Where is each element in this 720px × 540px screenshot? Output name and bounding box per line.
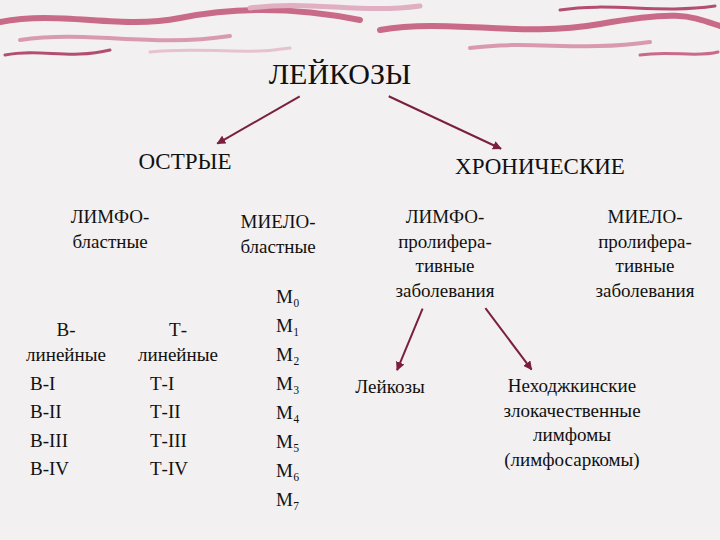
connector-arrow — [217, 96, 299, 143]
category-heading: ХРОНИЧЕСКИЕ — [451, 150, 629, 184]
connector-arrow — [389, 96, 501, 148]
root-heading: ЛЕЙКОЗЫ — [265, 52, 415, 95]
fab-class: М₁ — [276, 314, 300, 339]
swoosh — [640, 52, 718, 55]
subtype-code: В-I — [30, 372, 55, 397]
connector-arrow — [485, 308, 531, 369]
group-heading: МИЕЛО- бластные — [236, 208, 319, 261]
connector-arrow — [397, 309, 423, 371]
node-text: МИЕЛО- бластные — [240, 210, 315, 259]
fab-class: М₂ — [276, 343, 300, 368]
node-text: ХРОНИЧЕСКИЕ — [455, 152, 625, 182]
swoosh — [150, 48, 290, 52]
node-text: ОСТРЫЕ — [138, 147, 231, 177]
swoosh — [380, 16, 720, 30]
subtype-heading: Лейкозы — [351, 373, 428, 402]
subtype-code: В-III — [30, 429, 68, 454]
fab-class: М₇ — [276, 488, 300, 513]
subtype-code: Т-II — [150, 400, 181, 425]
subtype-code: В-II — [30, 400, 62, 425]
swoosh — [560, 6, 715, 10]
fab-class: М₆ — [276, 459, 300, 484]
swoosh — [250, 5, 420, 8]
lineage-heading: В- линейные — [26, 318, 106, 367]
swoosh — [20, 36, 230, 40]
group-heading: МИЕЛО- пролифера- тивные заболевания — [592, 203, 699, 306]
swoosh — [0, 10, 360, 22]
swoosh — [470, 42, 650, 48]
node-text: ЛИМФО- бластные — [71, 205, 150, 254]
node-text: Лейкозы — [355, 375, 424, 400]
lineage-heading: Т- линейные — [138, 318, 218, 367]
node-text: ЛИМФО- пролифера- тивные заболевания — [396, 205, 495, 304]
swoosh-group — [0, 5, 720, 55]
node-text: Неходжкинские злокачественные лимфомы (л… — [503, 374, 640, 473]
fab-class: М₅ — [276, 430, 300, 455]
node-text: МИЕЛО- пролифера- тивные заболевания — [596, 205, 695, 304]
node-text: ЛЕЙКОЗЫ — [269, 54, 411, 93]
subtype-code: Т-IV — [150, 457, 188, 482]
fab-class: М₃ — [276, 372, 300, 397]
group-heading: ЛИМФО- пролифера- тивные заболевания — [392, 203, 499, 306]
subtype-code: Т-I — [150, 372, 174, 397]
category-heading: ОСТРЫЕ — [134, 145, 235, 179]
group-heading: ЛИМФО- бластные — [67, 203, 154, 256]
fab-class: М₄ — [276, 401, 300, 426]
subtype-code: Т-III — [150, 429, 187, 454]
subtype-heading: Неходжкинские злокачественные лимфомы (л… — [499, 372, 644, 475]
swoosh — [5, 50, 110, 55]
fab-class: М₀ — [276, 285, 300, 310]
subtype-code: В-IV — [30, 457, 69, 482]
